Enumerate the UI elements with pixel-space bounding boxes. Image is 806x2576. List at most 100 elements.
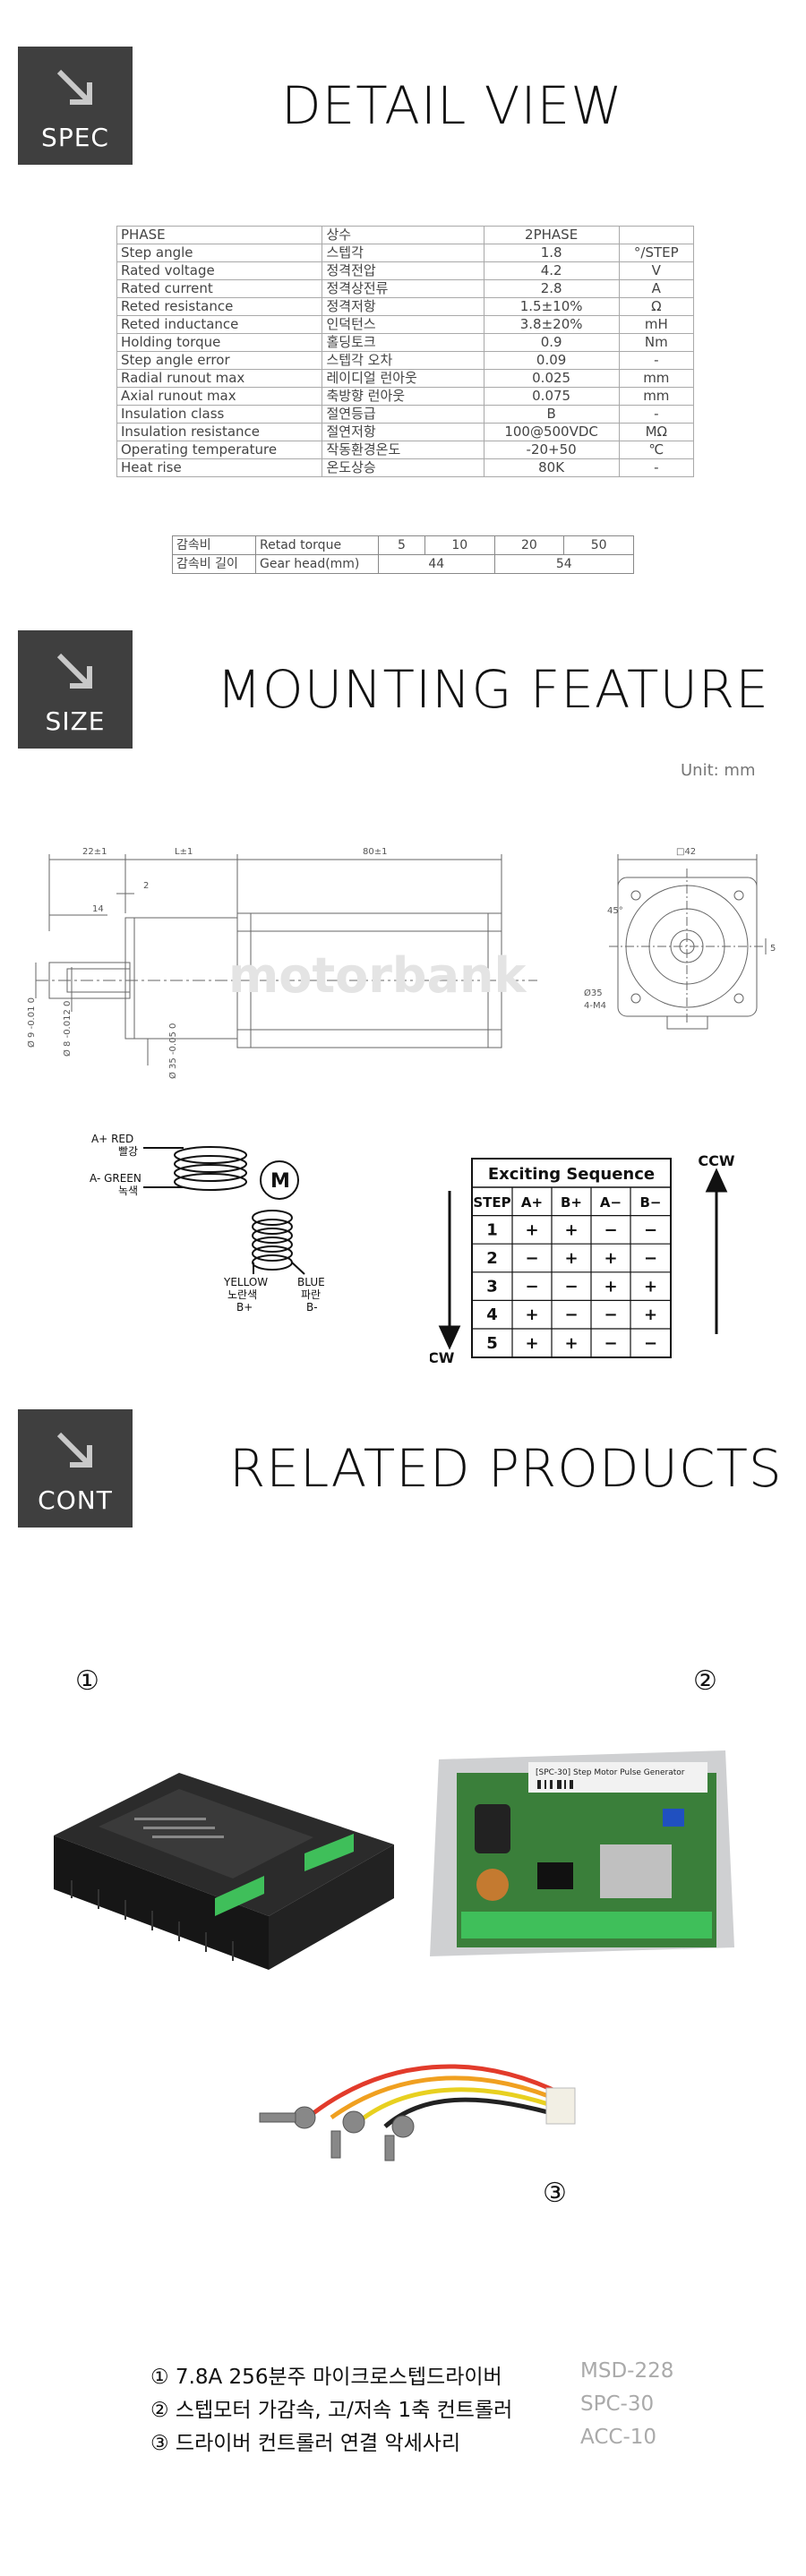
size-badge-label: SIZE [45,706,106,736]
wire-a-plus-label: A+ RED [91,1133,133,1145]
dim-label: Ø35 [584,988,603,998]
spec-cell: A [618,279,695,298]
sequence-cell: + [525,1220,538,1239]
arrow-down-right-icon [56,69,92,105]
spec-cell: 100@500VDC [483,423,620,441]
sequence-cell: 4 [486,1305,498,1324]
wire-yellow-label: YELLOW [223,1276,268,1288]
spec-cell: 0.9 [483,333,620,352]
product-model: ACC-10 [580,2426,657,2449]
sequence-cell: + [525,1305,538,1324]
spec-cell: Holding torque [116,333,323,352]
product-model: SPC-30 [580,2392,655,2416]
wire-a-plus-kr: 빨강 [118,1145,138,1158]
product-row[interactable]: ① 7.8A 256분주 마이크로스텝드라이버 MSD-228 [150,2359,688,2392]
driver-image[interactable] [45,1764,403,1979]
mounting-feature-title: MOUNTING FEATURE [217,659,769,720]
motor-side-drawing: 22±1 L±1 80±1 14 2 Ø 9 -0.01 0 Ø 8 -0.01… [26,847,537,1079]
spec-cell: Rated voltage [116,261,323,280]
spec-cell [618,226,695,244]
dim-label: 2 [143,881,149,891]
sequence-cell: + [604,1249,617,1268]
wire-yellow-kr: 노란색 [227,1288,257,1301]
sequence-cell: 3 [486,1278,498,1297]
sequence-cell: + [564,1220,578,1239]
spec-cell: Insulation class [116,405,323,424]
spec-cell: 스텝각 [322,244,484,262]
gear-row-length: 감속비 길이 Gear head(mm) 44 54 [172,554,635,574]
spec-cell: Radial runout max [116,369,323,388]
spec-cell: 1.5±10% [483,297,620,316]
dim-label: □42 [676,847,696,857]
dim-label: 14 [92,904,104,914]
spec-cell: 2.8 [483,279,620,298]
spec-cell: 0.025 [483,369,620,388]
sequence-title: Exciting Sequence [488,1165,655,1184]
spec-cell: mH [618,315,695,334]
spec-cell: 80K [483,458,620,477]
spec-cell: 상수 [322,226,484,244]
size-badge: SIZE [18,630,133,749]
sequence-cell: − [644,1220,657,1239]
spec-cell: Ω [618,297,695,316]
spec-cell: Step angle [116,244,323,262]
wire-b-plus-label: B+ [236,1301,253,1314]
sequence-cell: − [525,1278,538,1297]
sequence-cell: − [564,1278,578,1297]
sequence-cell: 2 [486,1249,498,1268]
sequence-cell: + [604,1278,617,1297]
spec-cell: Operating temperature [116,441,323,459]
dim-label: 5 [770,944,776,954]
wiring-diagram: A+ RED 빨강 A- GREEN 녹색 YELLOW 노란색 B+ BLUE… [90,1133,325,1314]
cw-label: CW [430,1349,455,1366]
spec-cell: 정격저항 [322,297,484,316]
spec-cell: 인덕턴스 [322,315,484,334]
gear-cell: 44 [378,554,495,574]
gear-cell: 54 [493,554,635,574]
product-list: ① 7.8A 256분주 마이크로스텝드라이버 MSD-228 ② 스텝모터 가… [150,2359,688,2459]
sequence-cell: − [525,1249,538,1268]
spec-cell: 레이디얼 런아웃 [322,369,484,388]
spec-cell: Step angle error [116,351,323,370]
product-mark-1: ① [75,1665,99,1697]
spec-cell: V [618,261,695,280]
dim-label: 22±1 [82,847,107,857]
sequence-header: B− [639,1194,661,1211]
gear-row-ratio: 감속비 Retad torque 5 10 20 50 [172,535,634,555]
spec-cell: mm [618,369,695,388]
motor-front-drawing: □42 45° Ø35 4-M4 5 [584,847,776,1030]
gear-cell: 10 [424,535,495,555]
dim-label: 80±1 [363,847,387,857]
pcb-label: [SPC-30] Step Motor Pulse Generator [536,1768,685,1777]
gear-cell: Retad torque [255,535,379,555]
dim-label: 4-M4 [584,1001,606,1011]
product-name: ① 7.8A 256분주 마이크로스텝드라이버 [150,2366,502,2389]
spec-cell: - [618,405,695,424]
product-row[interactable]: ③ 드라이버 컨트롤러 연결 악세사리 ACC-10 [150,2426,688,2459]
sequence-cell: 5 [486,1334,498,1353]
spec-cell: ℃ [618,441,695,459]
dim-label: Ø 35 -0.05 0 [167,1023,178,1079]
controller-image[interactable]: [SPC-30] Step Motor Pulse Generator [421,1737,743,1970]
product-mark-2: ② [693,1665,717,1697]
product-row[interactable]: ② 스텝모터 가감속, 고/저속 1축 컨트롤러 SPC-30 [150,2392,688,2426]
sequence-header: A+ [521,1194,543,1211]
sequence-cell: 1 [486,1220,498,1239]
product-model: MSD-228 [580,2359,674,2383]
motor-symbol: M [270,1170,290,1193]
dim-label: Ø 9 -0.01 0 [26,997,37,1048]
spec-cell: PHASE [116,226,323,244]
spec-cell: 1.8 [483,244,620,262]
accessory-image[interactable] [251,2041,591,2167]
gear-cell: 감속비 [172,535,256,555]
